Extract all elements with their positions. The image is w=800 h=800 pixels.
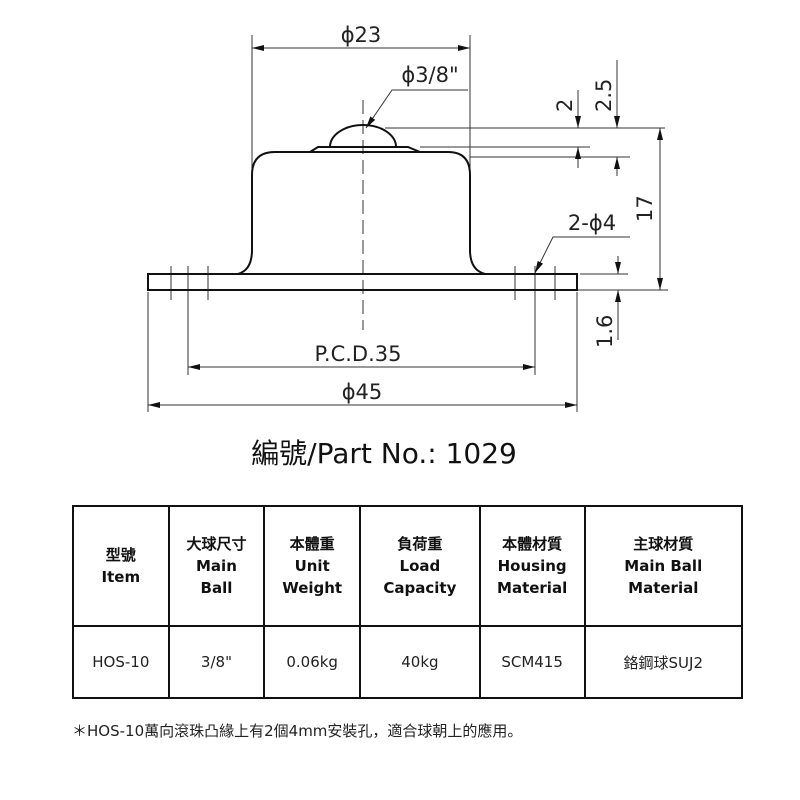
part-number-title: 編號/Part No.: 1029 xyxy=(251,437,517,470)
cell-load-capacity: 40kg xyxy=(359,625,481,699)
dim-body-diameter: ϕ23 xyxy=(341,23,382,47)
footnote: ＊HOS-10萬向滾珠凸緣上有2個4mm安裝孔，適合球朝上的應用。 xyxy=(72,722,523,740)
dim-total-height: 17 xyxy=(633,195,657,222)
cell-main-ball: 3/8" xyxy=(167,625,266,699)
technical-drawing: ϕ23 ϕ3/8" 2 2.5 17 2-ϕ4 1.6 P.C.D.35 ϕ45 xyxy=(147,23,668,412)
cell-unit-weight: 0.06kg xyxy=(263,625,362,699)
dim-plate-thickness: 1.6 xyxy=(593,315,617,348)
cell-item: HOS-10 xyxy=(72,625,170,699)
dim-ball-protrusion: 2 xyxy=(553,99,577,112)
dim-holes: 2-ϕ4 xyxy=(568,211,616,235)
dim-ball-diameter: ϕ3/8" xyxy=(401,63,458,87)
dim-pcd: P.C.D.35 xyxy=(315,342,402,366)
cell-housing-material: SCM415 xyxy=(478,625,586,699)
table-row: HOS-10 3/8" 0.06kg 40kg SCM415 鉻鋼球SUJ2 xyxy=(72,625,744,699)
dim-lip-height: 2.5 xyxy=(592,79,616,112)
dim-flange-diameter: ϕ45 xyxy=(342,380,383,404)
cell-main-ball-material: 鉻鋼球SUJ2 xyxy=(583,625,744,699)
